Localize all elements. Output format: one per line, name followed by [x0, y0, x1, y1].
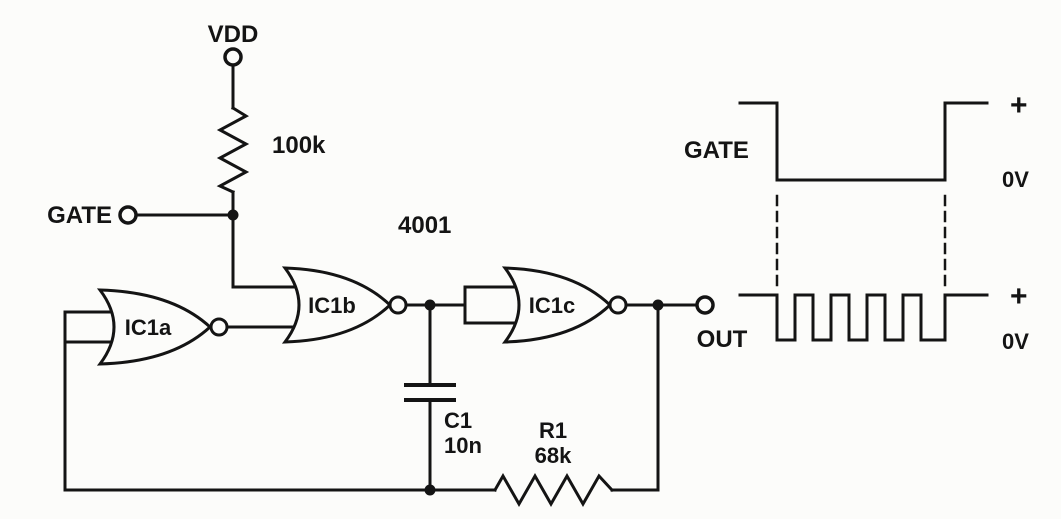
- vdd-label: VDD: [208, 21, 259, 48]
- gate-trace-label: GATE: [684, 137, 749, 164]
- ic-part-number-label: 4001: [398, 212, 451, 239]
- resistor-100k-label: 100k: [272, 132, 326, 159]
- gate-waveform-trace: [738, 101, 989, 182]
- gate-high-plus-label: +: [1010, 89, 1028, 122]
- out-high-plus-label: +: [1010, 280, 1028, 313]
- vdd-terminal: [223, 47, 243, 67]
- resistor-r1-name-label: R1: [539, 418, 567, 443]
- out-to-r1-wire: [610, 303, 660, 492]
- nor-gate-ic1c-label: IC1c: [529, 293, 575, 318]
- gate-input-label: GATE: [47, 202, 112, 229]
- capacitor-value-label: 10n: [444, 433, 482, 458]
- resistor-r1: [492, 472, 615, 508]
- nor-gate-ic1a-bubble: [209, 317, 229, 337]
- nor-gate-ic1b-body: [281, 266, 393, 344]
- gate-terminal: [118, 205, 138, 225]
- ic1a-input-stubs: [63, 310, 120, 492]
- nor-gate-ic1a-body: [96, 288, 213, 366]
- out-low-0v-label: 0V: [1002, 329, 1029, 354]
- resistor-100k: [216, 105, 250, 194]
- schematic: [63, 47, 715, 508]
- resistor-r1-value-label: 68k: [535, 443, 572, 468]
- nor-gate-ic1c-bubble: [608, 295, 628, 315]
- capacitor-name-label: C1: [444, 408, 472, 433]
- out-terminal: [695, 295, 715, 315]
- nor-gate-ic1b-bubble: [388, 295, 408, 315]
- out-label: OUT: [697, 326, 748, 353]
- junction-gate-node: [227, 209, 239, 221]
- ic1c-input-stubs: [463, 285, 524, 325]
- nor-gate-ic1b-label: IC1b: [308, 293, 356, 318]
- output-waveform-trace: [738, 293, 989, 342]
- gate-low-0v-label: 0V: [1002, 167, 1029, 192]
- waveform-panel: [738, 101, 989, 342]
- nor-gate-ic1a-label: IC1a: [125, 315, 172, 340]
- nor-gate-ic1c-body: [501, 266, 613, 344]
